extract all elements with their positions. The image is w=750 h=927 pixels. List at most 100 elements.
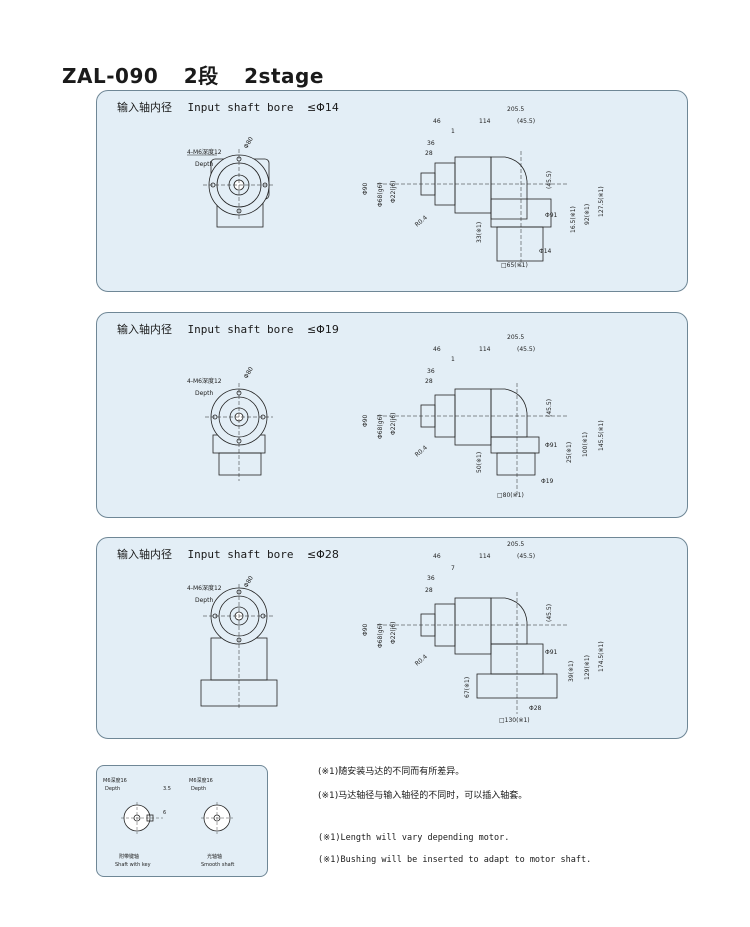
bore-label-cn: 输入轴内径 <box>117 323 172 336</box>
depth-label: Depth <box>195 390 213 397</box>
dim-v1275: 127.5(※1) <box>598 186 605 217</box>
front-view: 4-M6深度12 Depth Φ80 <box>187 366 273 481</box>
gearbox-drawing: 4-M6深度12 Depth Φ80 205.5 46 114 (45.5) 1… <box>187 334 605 499</box>
dim-v455: (45.5) <box>546 171 553 189</box>
bore-label-en: Input shaft bore <box>187 548 294 561</box>
dim-114: 114 <box>479 553 491 560</box>
dim-phi68: Φ68(g6) <box>377 414 384 439</box>
dim-v1275: 145.5(※1) <box>598 420 605 451</box>
keyed-hole-label: M6深度16 <box>103 777 127 784</box>
dim-phi22: Φ22(j6) <box>390 412 397 435</box>
dim-phi91b: Φ91 <box>545 649 558 656</box>
dim-phi91b: Φ91 <box>545 212 558 219</box>
dim-v455: (45.5) <box>546 399 553 417</box>
depth-label: Depth <box>195 161 213 168</box>
drawing-panel-1: 输入轴内径 Input shaft bore ≤Φ14 4-M6深度12 Dep… <box>96 90 688 292</box>
dim-v33: 50(※1) <box>476 452 483 473</box>
dim-phi90: Φ90 <box>362 623 369 636</box>
panel-title: 输入轴内径 Input shaft bore ≤Φ19 <box>117 321 339 337</box>
bore-label-en: Input shaft bore <box>187 323 294 336</box>
dim-phi90: Φ90 <box>362 182 369 195</box>
dim-phi91b: Φ91 <box>545 442 558 449</box>
dim-46: 46 <box>433 118 441 125</box>
dim-v165: 25(※1) <box>566 442 573 463</box>
dim-v67: 67(※1) <box>464 677 471 698</box>
stage-en: 2stage <box>244 64 324 88</box>
dim-phi22: Φ22(j6) <box>390 621 397 644</box>
note-en-2: (※1)Bushing will be inserted to adapt to… <box>318 855 592 865</box>
drawing-panel-2: 输入轴内径 Input shaft bore ≤Φ19 4-M6深度12 Dep… <box>96 312 688 518</box>
dim-v1745: 174.5(※1) <box>598 641 605 672</box>
dim-114: 114 <box>479 346 491 353</box>
front-view: 4-M6深度12 Depth Φ80 <box>187 575 278 710</box>
dim-45: (45.5) <box>517 346 535 353</box>
dim-46: 46 <box>433 553 441 560</box>
side-view <box>377 592 567 714</box>
dim-114: 114 <box>479 118 491 125</box>
holes-label: 4-M6深度12 <box>187 584 222 592</box>
dim-square: □65(※1) <box>501 262 528 269</box>
dim-45: (45.5) <box>517 118 535 125</box>
pcd-label: Φ80 <box>243 366 255 380</box>
gearbox-drawing: 4-M6深度12 Depth Φ80 205.5 46 114 (45.5) 7… <box>187 541 605 724</box>
dim-45: (45.5) <box>517 553 535 560</box>
panel-title: 输入轴内径 Input shaft bore ≤Φ28 <box>117 546 339 562</box>
bore-limit: ≤Φ14 <box>306 101 339 114</box>
dim-1: 1 <box>451 128 455 135</box>
dim-square: □80(※1) <box>497 492 524 499</box>
shaft-options-panel: M6深度16 Depth 3.5 6 附带键轴 Shaft with key M… <box>96 765 268 877</box>
model-name: ZAL-090 <box>62 64 159 88</box>
dim-v92: 92(※1) <box>584 204 591 225</box>
dim-v92: 100(※1) <box>582 432 589 457</box>
dim-v165: 16.5(※1) <box>570 206 577 233</box>
keyed-depth-label: Depth <box>105 786 120 792</box>
dim-square: □130(※1) <box>499 717 530 724</box>
dim-phi68: Φ68(g6) <box>377 182 384 207</box>
holes-label: 4-M6深度12 <box>187 377 222 385</box>
dim-46: 46 <box>433 346 441 353</box>
pcd-label: Φ80 <box>243 136 255 150</box>
gearbox-drawing: 4-M6深度12 Depth Φ80 205.5 46 114 (45.5) 1… <box>187 106 605 269</box>
dim-36: 36 <box>427 368 435 375</box>
pcd-label: Φ80 <box>243 575 255 589</box>
keyed-cn: 附带键轴 <box>119 853 139 860</box>
keyed-shaft: M6深度16 Depth 3.5 6 附带键轴 Shaft with key <box>103 777 171 868</box>
side-view <box>377 151 567 267</box>
front-view: 4-M6深度12 Depth Φ80 <box>187 136 275 228</box>
dim-36: 36 <box>427 140 435 147</box>
note-en-1: (※1)Length will vary depending motor. <box>318 833 510 843</box>
side-dimensions: 205.5 46 114 (45.5) 1 36 28 Φ90 Φ68(g6) … <box>362 334 605 499</box>
dim-total: 205.5 <box>507 106 524 113</box>
smooth-shaft: M6深度16 Depth 光轴轴 Smooth shaft <box>189 777 234 868</box>
keyed-dim-35: 3.5 <box>163 786 171 792</box>
dim-total: 205.5 <box>507 541 524 548</box>
bore-limit: ≤Φ19 <box>306 323 339 336</box>
dim-28: 28 <box>425 150 433 157</box>
side-dimensions: 205.5 46 114 (45.5) 7 36 28 Φ90 Φ68(g6) … <box>362 541 605 724</box>
smooth-depth-label: Depth <box>191 786 206 792</box>
dim-36: 36 <box>427 575 435 582</box>
bore-label-cn: 输入轴内径 <box>117 101 172 114</box>
depth-label: Depth <box>195 597 213 604</box>
dim-28: 28 <box>425 587 433 594</box>
dim-phi19: Φ19 <box>541 478 554 485</box>
dim-v33: 33(※1) <box>476 222 483 243</box>
dim-r4: R0.4 <box>414 444 429 458</box>
drawing-panel-3: 输入轴内径 Input shaft bore ≤Φ28 4-M6深度12 Dep… <box>96 537 688 739</box>
dim-v129: 129(※1) <box>584 655 591 680</box>
panel-title: 输入轴内径 Input shaft bore ≤Φ14 <box>117 99 339 115</box>
stage-cn: 2段 <box>183 64 219 88</box>
dim-7: 7 <box>451 565 455 572</box>
dim-phi14: Φ14 <box>539 248 552 255</box>
dim-r4: R0.4 <box>414 653 429 667</box>
dim-r4: R0.4 <box>414 214 429 228</box>
shaft-options-drawing: M6深度16 Depth 3.5 6 附带键轴 Shaft with key M… <box>103 777 234 868</box>
note-cn-1: (※1)随安装马达的不同而有所差异。 <box>318 767 465 777</box>
dim-1: 1 <box>451 356 455 363</box>
keyed-dim-6: 6 <box>163 810 166 816</box>
dim-phi90: Φ90 <box>362 414 369 427</box>
bore-limit: ≤Φ28 <box>306 548 339 561</box>
dim-28: 28 <box>425 378 433 385</box>
dim-phi68: Φ68(g6) <box>377 623 384 648</box>
smooth-hole-label: M6深度16 <box>189 777 213 784</box>
